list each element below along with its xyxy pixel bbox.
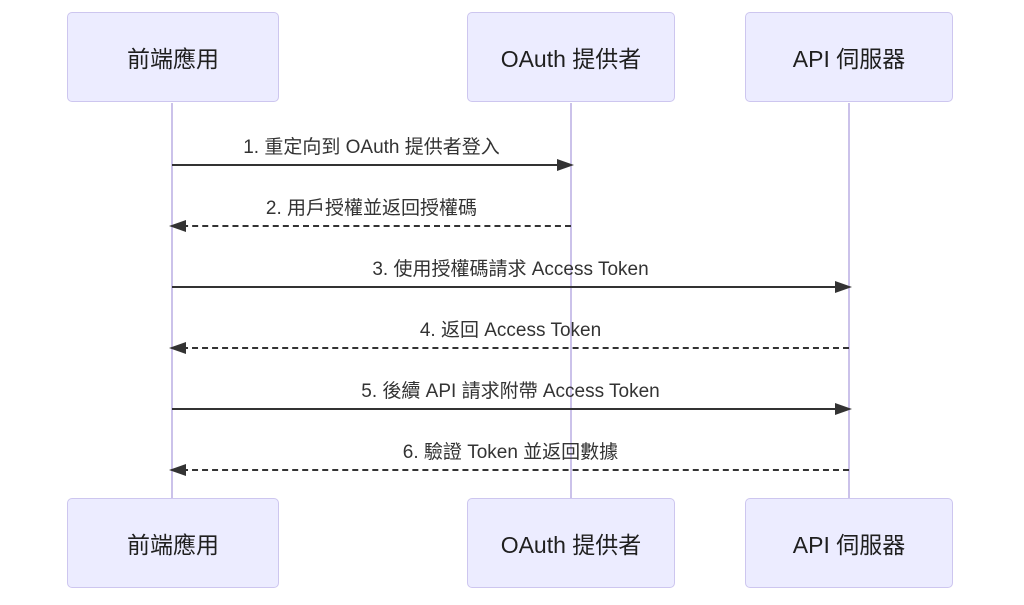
actor-box-oauth-provider-bottom: OAuth 提供者 — [467, 498, 675, 588]
message-1-line — [172, 164, 571, 166]
message-4-line — [172, 347, 849, 349]
actor-label-api-server-top: API 伺服器 — [792, 46, 906, 72]
arrowhead-left-icon — [169, 342, 186, 354]
actor-label-frontend-top: 前端應用 — [127, 46, 219, 72]
arrowhead-left-icon — [169, 464, 186, 476]
actor-box-frontend-top: 前端應用 — [67, 12, 279, 102]
actor-box-oauth-provider-top: OAuth 提供者 — [467, 12, 675, 102]
arrowhead-right-icon — [835, 281, 852, 293]
actor-box-api-server-top: API 伺服器 — [745, 12, 953, 102]
arrowhead-right-icon — [835, 403, 852, 415]
actor-box-frontend-bottom: 前端應用 — [67, 498, 279, 588]
arrowhead-right-icon — [557, 159, 574, 171]
lifeline-oauth-provider — [570, 103, 572, 499]
message-4-label: 4. 返回 Access Token — [419, 320, 602, 341]
actor-label-oauth-provider-top: OAuth 提供者 — [500, 46, 642, 72]
message-5-label: 5. 後續 API 請求附帶 Access Token — [361, 381, 660, 402]
actor-label-oauth-provider-bottom: OAuth 提供者 — [500, 532, 642, 558]
actor-label-api-server-bottom: API 伺服器 — [792, 532, 906, 558]
message-2-label: 2. 用戶授權並返回授權碼 — [265, 198, 478, 219]
lifeline-api-server — [848, 103, 850, 499]
message-5-line — [172, 408, 849, 410]
actor-box-api-server-bottom: API 伺服器 — [745, 498, 953, 588]
arrowhead-left-icon — [169, 220, 186, 232]
lifeline-frontend — [171, 103, 173, 499]
message-2-line — [172, 225, 571, 227]
message-6-label: 6. 驗證 Token 並返回數據 — [402, 442, 619, 463]
message-1-label: 1. 重定向到 OAuth 提供者登入 — [243, 137, 500, 158]
message-3-line — [172, 286, 849, 288]
message-3-label: 3. 使用授權碼請求 Access Token — [372, 259, 649, 280]
message-6-line — [172, 469, 849, 471]
actor-label-frontend-bottom: 前端應用 — [127, 532, 219, 558]
